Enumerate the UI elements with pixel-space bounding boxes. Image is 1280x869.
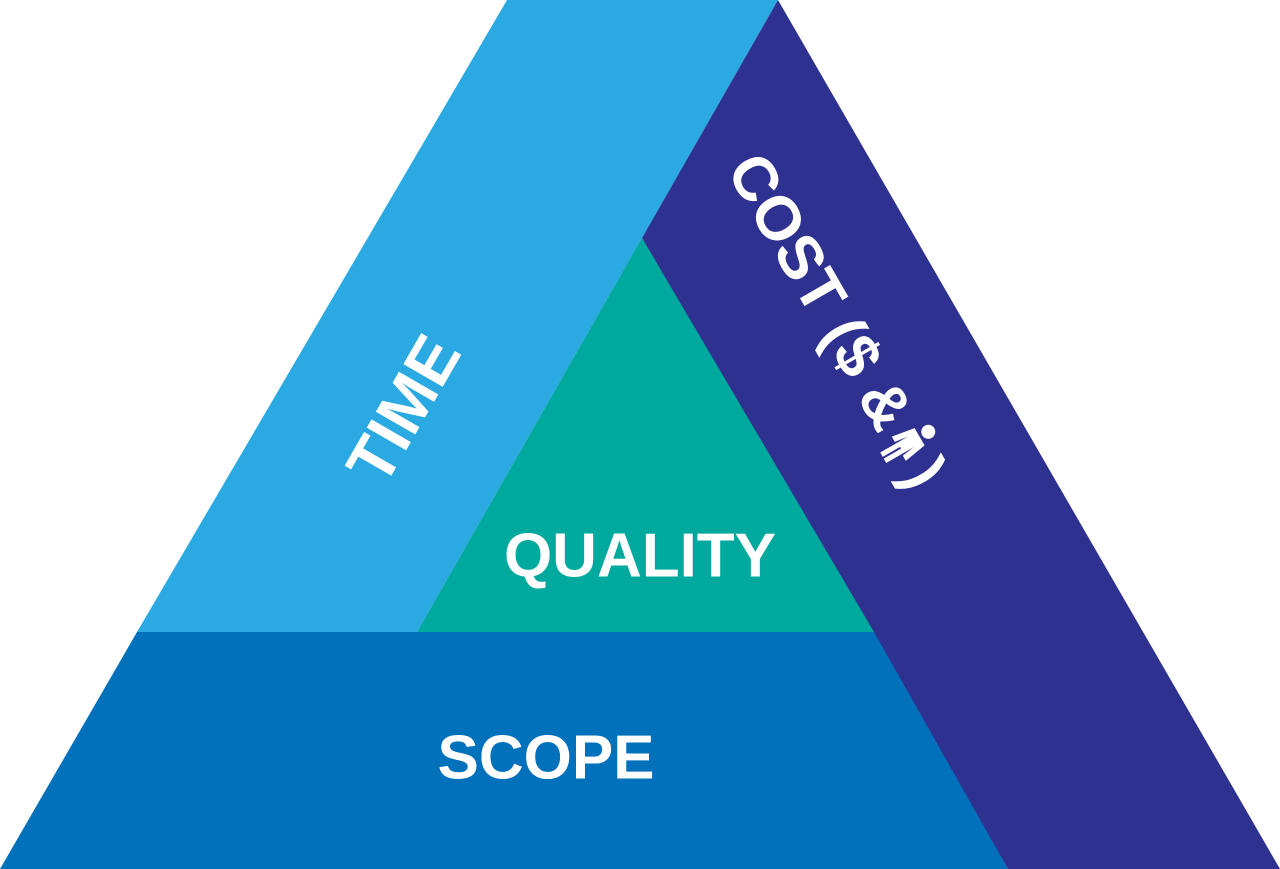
time-segment	[137, 0, 778, 632]
scope-label: SCOPE	[437, 723, 654, 792]
cost-segment	[642, 0, 1280, 869]
quality-label: QUALITY	[504, 521, 776, 590]
scope-segment	[0, 632, 1008, 869]
quality-segment	[417, 238, 874, 632]
